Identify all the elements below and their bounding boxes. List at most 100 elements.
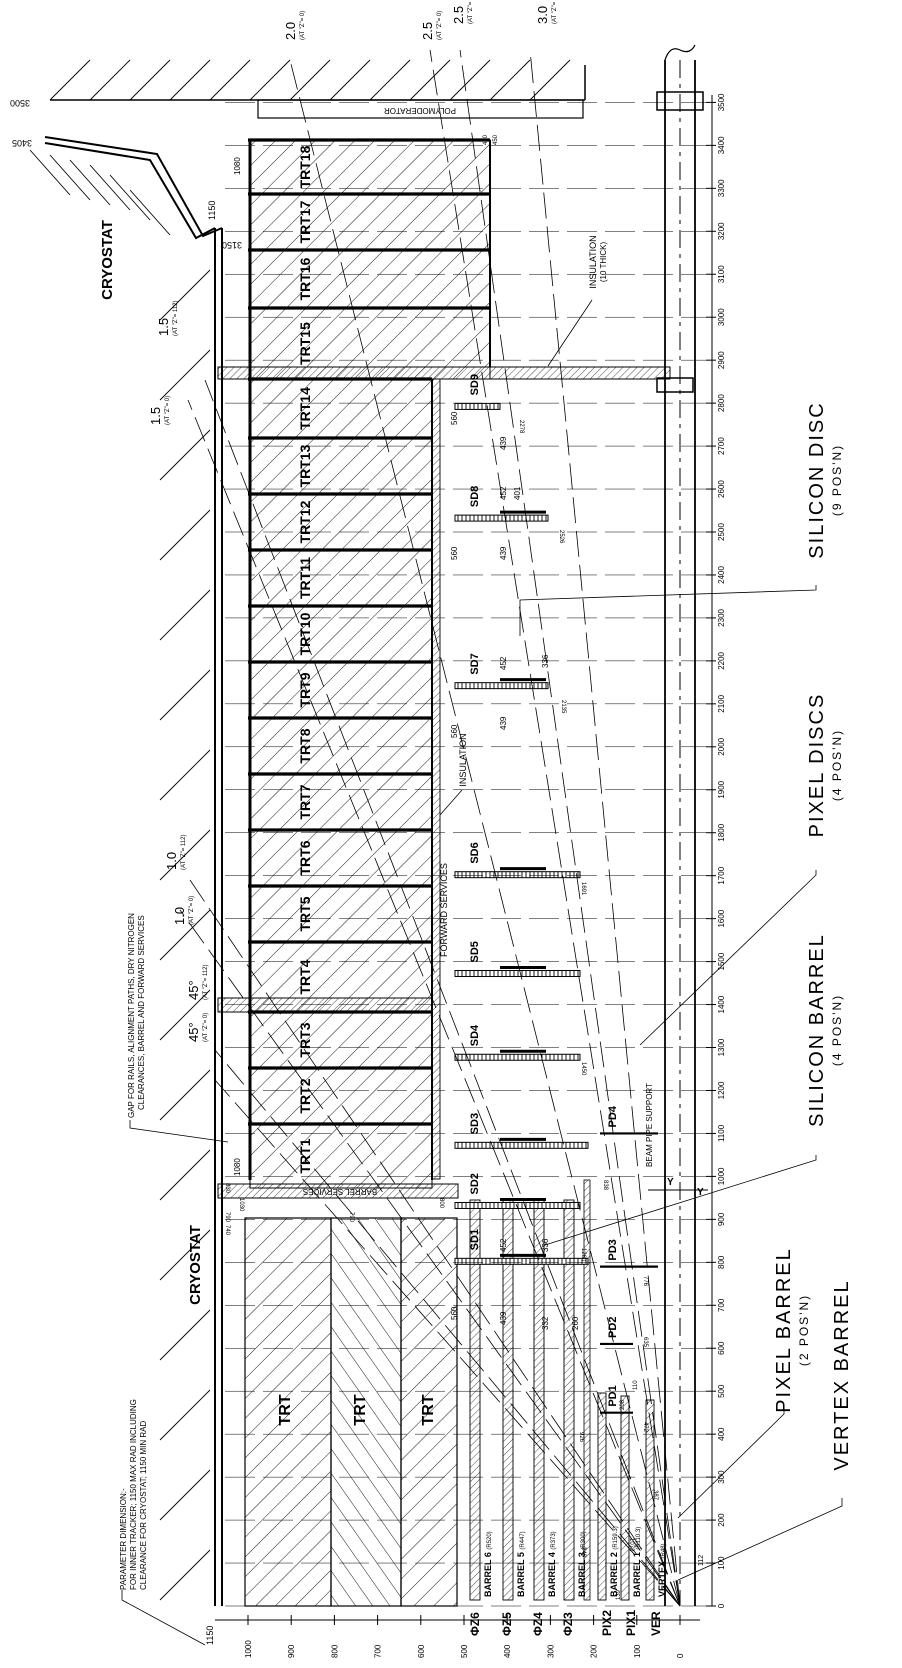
z-tick-label: 2700 [717, 437, 726, 455]
dim-1691: 1691 [580, 882, 586, 896]
radius-label: PIX2 [600, 1610, 614, 1636]
param-note-line-1: PARAMETER DIMENSION:- [119, 1488, 128, 1590]
silicon-disc-label: SD8 [469, 486, 481, 507]
dim-450: 450 [493, 134, 499, 145]
dim-260: 260 [571, 1316, 580, 1330]
pixel-disc-label: PD3 [607, 1239, 619, 1260]
svg-text:(AT "Z"= 112): (AT "Z"= 112) [173, 301, 179, 336]
z-tick-label: 1000 [717, 1167, 726, 1185]
trt-wheel-label: TRT16 [297, 257, 313, 300]
r-tick-label: 900 [287, 1644, 296, 1658]
z-tick-label: 3300 [717, 179, 726, 197]
callout-silicon-barrel-sub: (4 POS'N) [830, 994, 844, 1066]
cryostat-wall: CRYOSTAT CRYOSTAT [29, 136, 223, 1606]
trt-wheel-label: TRT17 [297, 200, 313, 243]
forward-services: FORWARD SERVICES INSULATION [431, 378, 468, 1180]
svg-text:2.0: 2.0 [283, 22, 298, 40]
dim-560-c: 560 [450, 724, 459, 738]
barrel-layer [645, 1399, 655, 1601]
trt-wheel-14 [249, 378, 433, 439]
gap-note-line-1: GAP FOR RAILS, ALIGNMENT PATHS, DRY NITR… [127, 913, 136, 1118]
dim-452-c: 452 [499, 1238, 508, 1252]
z-tick-label: 0 [717, 1603, 726, 1608]
polymoderator-label: POLYMODERATOR [384, 106, 456, 115]
eta-label: 45°(AT "Z"= 112) [186, 965, 209, 1000]
radius-label: PIX1 [624, 1610, 638, 1636]
silicon-disc-7 [454, 682, 549, 690]
z-tick-label: 1300 [717, 1038, 726, 1056]
svg-text:(AT "Z"= 0): (AT "Z"= 0) [437, 11, 443, 40]
z-tick-label: 2900 [717, 351, 726, 369]
z-tick-label: 800 [717, 1255, 726, 1269]
trt-wheel-5 [249, 885, 433, 943]
dim-1150-bottom: 1150 [205, 1626, 215, 1645]
trt-wheel-7 [249, 773, 433, 831]
trt-wheel-11 [249, 549, 433, 607]
trt-barrel: TRT TRT TRT BARREL SERVICES [217, 1183, 459, 1607]
dim-1260: 1260 [580, 1248, 586, 1262]
r-tick-label: 400 [503, 1644, 512, 1658]
z-tick-label: 2200 [717, 651, 726, 669]
z-tick-label: 3100 [717, 265, 726, 283]
trt-wheel-12 [249, 493, 433, 551]
svg-text:(AT "Z"= 112): (AT "Z"= 112) [181, 835, 187, 870]
dim-1030: 1030 [238, 1198, 244, 1212]
r-tick-label: 100 [633, 1644, 642, 1658]
svg-text:(AT "Z"= 0): (AT "Z"= 0) [300, 11, 306, 40]
silicon-disc-label: SD9 [469, 374, 481, 395]
svg-text:(AT "Z"= 0): (AT "Z"= 0) [165, 396, 171, 425]
silicon-disc-9 [454, 402, 501, 410]
z-tick-label: 400 [717, 1427, 726, 1441]
param-note-line-2: FOR INNER TRACKER; 1150 MAX RAD INCLUDIN… [129, 1399, 138, 1590]
dim-776: 776 [642, 1276, 648, 1287]
beam-pipe-support-label: BEAM PIPE SUPPORT [645, 1083, 654, 1167]
trt-wheel-6 [249, 829, 433, 887]
barrel-layer [620, 1395, 630, 1601]
gap-note-line-2: CLEARANCES, BARREL AND FORWARD SERVICES [137, 915, 146, 1110]
z-tick-label: 2600 [717, 480, 726, 498]
trt-wheel-label: TRT12 [297, 500, 313, 543]
dim-332: 332 [541, 1316, 550, 1330]
z-tick-label: 600 [717, 1341, 726, 1355]
silicon-disc-5 [454, 969, 581, 977]
trt-barrel-label-3: TRT [420, 1394, 437, 1425]
eta-label: 1.5(AT "Z"= 0) [148, 396, 171, 425]
parameter-note: PARAMETER DIMENSION:- FOR INNER TRACKER;… [119, 1399, 206, 1646]
callout-silicon-barrel: SILICON BARREL [806, 933, 828, 1127]
svg-text:1.5: 1.5 [148, 407, 163, 425]
svg-text:2.5: 2.5 [420, 22, 435, 40]
barrel-label: BARREL 2 (R159.3) [609, 1526, 619, 1597]
svg-text:45°: 45° [186, 1022, 201, 1042]
trt-wheel-3 [249, 1011, 433, 1069]
dim-439-a: 439 [499, 436, 508, 450]
r-tick-label: 700 [374, 1644, 383, 1658]
svg-text:1.0: 1.0 [172, 907, 187, 925]
dim-439-c: 439 [499, 716, 508, 730]
eta-label: 2.5(AT "Z"= 112) [451, 0, 474, 24]
dim-1080-bottom: 1080 [233, 1158, 242, 1176]
eta-lines [179, 49, 681, 1607]
z-tick-label: 2000 [717, 737, 726, 755]
svg-text:1.0: 1.0 [164, 852, 179, 870]
z-tick-label: 500 [717, 1384, 726, 1398]
dim-480: 480 [483, 134, 489, 145]
dim-1450: 1450 [580, 1062, 586, 1076]
callout-pixel-discs-sub: (4 POS'N) [830, 729, 844, 801]
cryostat-label-upper: CRYOSTAT [99, 220, 116, 300]
silicon-disc-label: SD4 [469, 1024, 481, 1046]
dim-560-a: 560 [450, 411, 459, 425]
insulation-thick-sub: (10 THICK) [599, 242, 608, 283]
svg-text:(AT "Z"= 0): (AT "Z"= 0) [552, 0, 558, 24]
silicon-disc-label: SD7 [469, 653, 481, 674]
dim-139: 139 [616, 1589, 622, 1600]
trt-wheel-label: TRT9 [297, 672, 313, 707]
barrel-layer [469, 1199, 481, 1601]
trt-barrel-label-2: TRT [352, 1394, 369, 1425]
trt-barrel-label-1: TRT [277, 1394, 294, 1425]
dim-790-a: 790 [224, 1212, 230, 1223]
trt-wheel-label: TRT3 [297, 1022, 313, 1057]
dim-110: 110 [633, 1380, 639, 1390]
trt-wheel-label: TRT10 [297, 612, 313, 655]
r-tick-label: 1000 [244, 1640, 253, 1658]
